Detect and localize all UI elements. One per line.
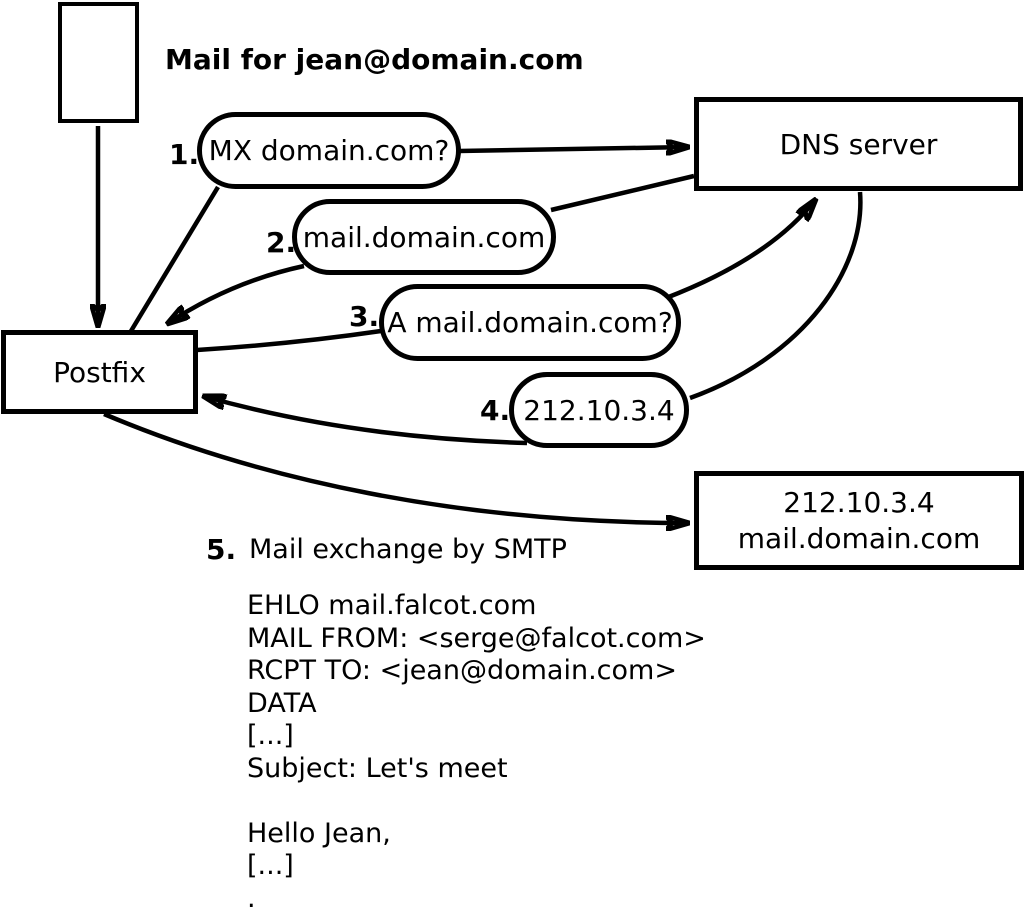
step-number-4: 4. — [480, 394, 511, 427]
mail-server-ip-label: 212.10.3.4 — [783, 485, 935, 519]
mail-server-hostname-label: mail.domain.com — [737, 521, 981, 555]
step-5-label: Mail exchange by SMTP — [249, 534, 567, 565]
reply-a-pill: 212.10.3.4 — [509, 372, 689, 448]
query-a-label: A mail.domain.com? — [387, 306, 673, 339]
reply-mx-pill: mail.domain.com — [292, 199, 556, 275]
arrow-postfix-to-mailserver-icon — [103, 411, 689, 523]
dns-server-label: DNS server — [779, 127, 938, 161]
step-number-5: 5. — [206, 533, 237, 566]
line-dns-to-reply2-icon — [550, 173, 695, 213]
reply-a-label: 212.10.3.4 — [523, 393, 675, 427]
line-dns-to-reply4-icon — [689, 191, 863, 401]
arrow-query3-to-dns-icon — [665, 199, 816, 301]
arrow-reply4-to-postfix-icon — [203, 396, 528, 446]
query-a-pill: A mail.domain.com? — [379, 284, 681, 361]
step-number-2: 2. — [266, 226, 297, 259]
mail-envelope-box — [58, 2, 139, 123]
query-mx-label: MX domain.com? — [208, 134, 450, 167]
step-number-1: 1. — [169, 138, 200, 171]
dns-server-node: DNS server — [694, 97, 1023, 191]
arrow-reply2-to-postfix-icon — [167, 263, 305, 324]
smtp-session-text: EHLO mail.falcot.com MAIL FROM: <serge@f… — [247, 590, 706, 914]
line-postfix-to-query3-icon — [196, 328, 382, 353]
step-number-3: 3. — [349, 300, 380, 333]
mail-server-node: 212.10.3.4 mail.domain.com — [694, 471, 1024, 570]
diagram-caption: Mail for jean@domain.com — [165, 43, 584, 76]
line-postfix-to-query1-icon — [129, 185, 220, 333]
postfix-node: Postfix — [1, 330, 198, 414]
arrow-query1-to-dns-icon — [458, 147, 689, 151]
postfix-label: Postfix — [53, 355, 146, 389]
reply-mx-label: mail.domain.com — [302, 220, 546, 254]
query-mx-pill: MX domain.com? — [197, 112, 461, 189]
